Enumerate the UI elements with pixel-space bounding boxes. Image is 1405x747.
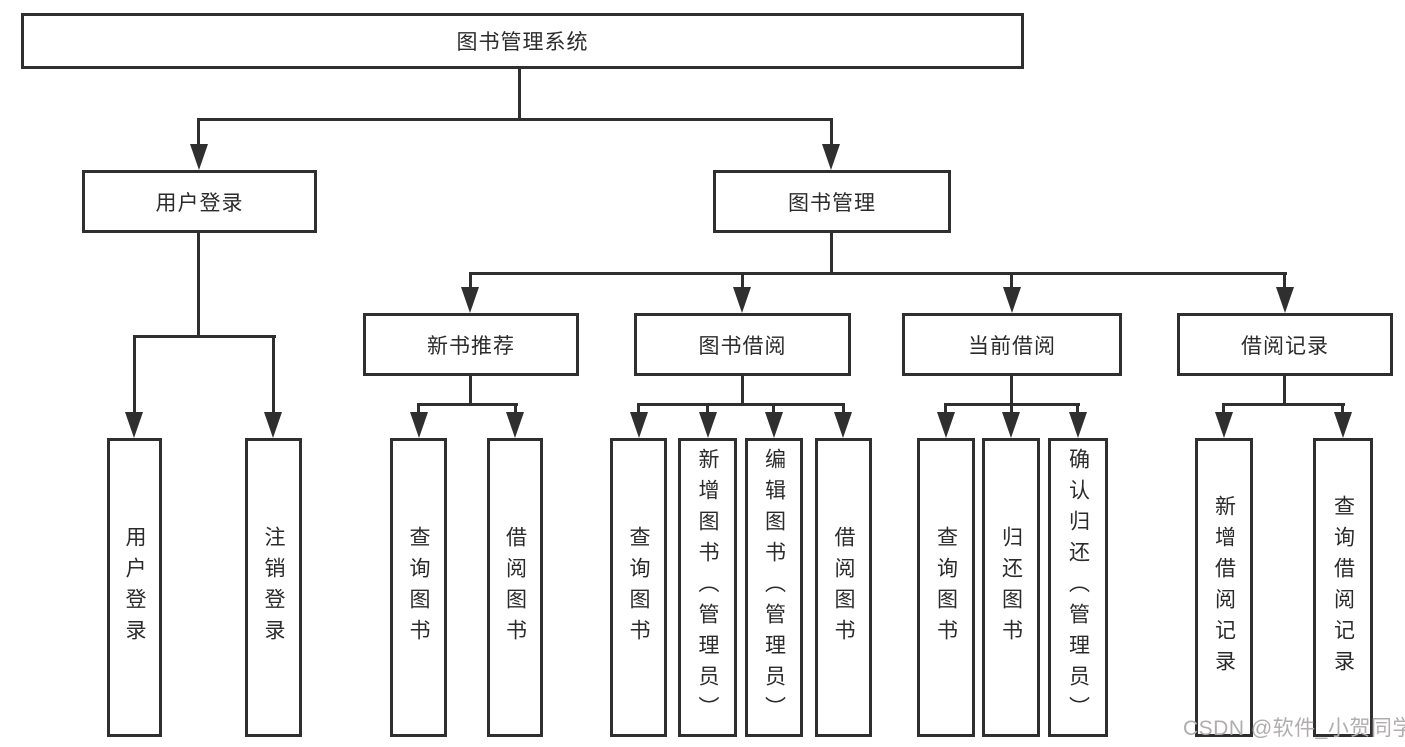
connector-line xyxy=(417,403,518,406)
leaf-confirm-return-admin: 确认归还（管理员） xyxy=(1048,438,1108,737)
connector-line xyxy=(772,403,775,414)
leaf-edit-books-admin: 编辑图书（管理员） xyxy=(745,438,803,737)
node-label: 用户登录 xyxy=(123,525,146,650)
node-label: 查询借阅记录 xyxy=(1331,494,1355,681)
node-label: 图书管理系统 xyxy=(456,31,589,54)
node-book-borrowing: 图书借阅 xyxy=(634,313,851,376)
arrow-down-icon xyxy=(125,412,143,438)
node-label: 图书管理 xyxy=(788,191,876,215)
node-label: 借阅记录 xyxy=(1241,334,1329,358)
connector-line xyxy=(197,118,833,121)
node-label: 用户登录 xyxy=(155,191,244,215)
connector-line xyxy=(830,233,833,275)
arrow-down-icon xyxy=(1334,412,1352,438)
connector-line xyxy=(417,403,420,414)
connector-line xyxy=(741,376,744,406)
arrow-down-icon xyxy=(733,287,751,313)
arrow-down-icon xyxy=(461,287,479,313)
connector-line xyxy=(1222,403,1225,414)
arrow-down-icon xyxy=(1003,287,1021,313)
node-label: 查询图书 xyxy=(934,525,958,650)
connector-line xyxy=(469,272,472,290)
connector-line xyxy=(272,335,275,414)
leaf-return-books: 归还图书 xyxy=(982,438,1040,737)
node-label: 确认归还（管理员） xyxy=(1066,448,1090,727)
leaf-borrow-books-borrowing: 借阅图书 xyxy=(815,438,872,737)
connector-line xyxy=(637,403,845,406)
connector-line xyxy=(1222,403,1345,406)
leaf-user-login: 用户登录 xyxy=(107,438,162,737)
csdn-watermark: CSDN @软件_小贺同学 xyxy=(1183,717,1405,740)
node-user-login: 用户登录 xyxy=(82,170,317,233)
node-label: 借阅图书 xyxy=(832,525,855,650)
arrow-down-icon xyxy=(1276,287,1294,313)
connector-line xyxy=(1010,272,1013,290)
node-new-book-recommend: 新书推荐 xyxy=(363,313,579,376)
arrow-down-icon xyxy=(834,412,852,438)
connector-line xyxy=(197,233,200,338)
leaf-query-books-borrowing: 查询图书 xyxy=(610,438,667,737)
arrow-down-icon xyxy=(506,412,524,438)
arrow-down-icon xyxy=(699,412,717,438)
leaf-borrow-books-recommend: 借阅图书 xyxy=(487,438,543,737)
leaf-add-books-admin: 新增图书（管理员） xyxy=(678,438,737,737)
connector-line xyxy=(944,403,947,414)
node-label: 借阅图书 xyxy=(503,525,527,650)
connector-line xyxy=(518,69,521,121)
arrow-down-icon xyxy=(410,412,428,438)
node-label: 新增借阅记录 xyxy=(1212,494,1236,681)
connector-line xyxy=(133,335,276,338)
arrow-down-icon xyxy=(1069,412,1087,438)
connector-line xyxy=(637,403,640,414)
node-label: 新增图书（管理员） xyxy=(696,448,719,727)
connector-line xyxy=(706,403,709,414)
arrow-down-icon xyxy=(1002,412,1020,438)
connector-line xyxy=(830,118,833,146)
node-book-management: 图书管理 xyxy=(713,170,951,233)
arrow-down-icon xyxy=(1215,412,1233,438)
arrow-down-icon xyxy=(264,412,282,438)
arrow-down-icon xyxy=(822,144,840,170)
node-label: 图书借阅 xyxy=(698,334,787,358)
node-label: 查询图书 xyxy=(407,525,430,650)
connector-line xyxy=(1010,376,1013,406)
leaf-add-borrow-record: 新增借阅记录 xyxy=(1195,438,1253,737)
node-label: 新书推荐 xyxy=(427,334,515,358)
leaf-query-books-current: 查询图书 xyxy=(917,438,975,737)
connector-line xyxy=(741,272,744,290)
node-label: 查询图书 xyxy=(627,525,650,650)
node-root: 图书管理系统 xyxy=(21,13,1024,69)
node-borrowing-records: 借阅记录 xyxy=(1177,313,1393,376)
connector-line xyxy=(1341,403,1344,414)
leaf-query-books-recommend: 查询图书 xyxy=(390,438,447,737)
connector-line xyxy=(133,335,136,414)
connector-line xyxy=(842,403,845,414)
node-label: 编辑图书（管理员） xyxy=(762,448,786,727)
connector-line xyxy=(197,118,200,146)
arrow-down-icon xyxy=(630,412,648,438)
connector-line xyxy=(469,376,472,406)
leaf-query-borrow-record: 查询借阅记录 xyxy=(1313,438,1373,737)
node-label: 注销登录 xyxy=(262,525,285,650)
arrow-down-icon xyxy=(765,412,783,438)
arrow-down-icon xyxy=(937,412,955,438)
connector-line xyxy=(514,403,517,414)
connector-line xyxy=(469,272,1287,275)
connector-line xyxy=(1076,403,1079,414)
connector-line xyxy=(1010,403,1013,414)
node-label: 归还图书 xyxy=(999,525,1023,650)
node-label: 当前借阅 xyxy=(968,334,1056,358)
connector-line xyxy=(1283,376,1286,406)
connector-line xyxy=(1283,272,1286,290)
arrow-down-icon xyxy=(190,144,208,170)
node-current-borrowing: 当前借阅 xyxy=(902,313,1122,376)
leaf-logout: 注销登录 xyxy=(245,438,302,737)
